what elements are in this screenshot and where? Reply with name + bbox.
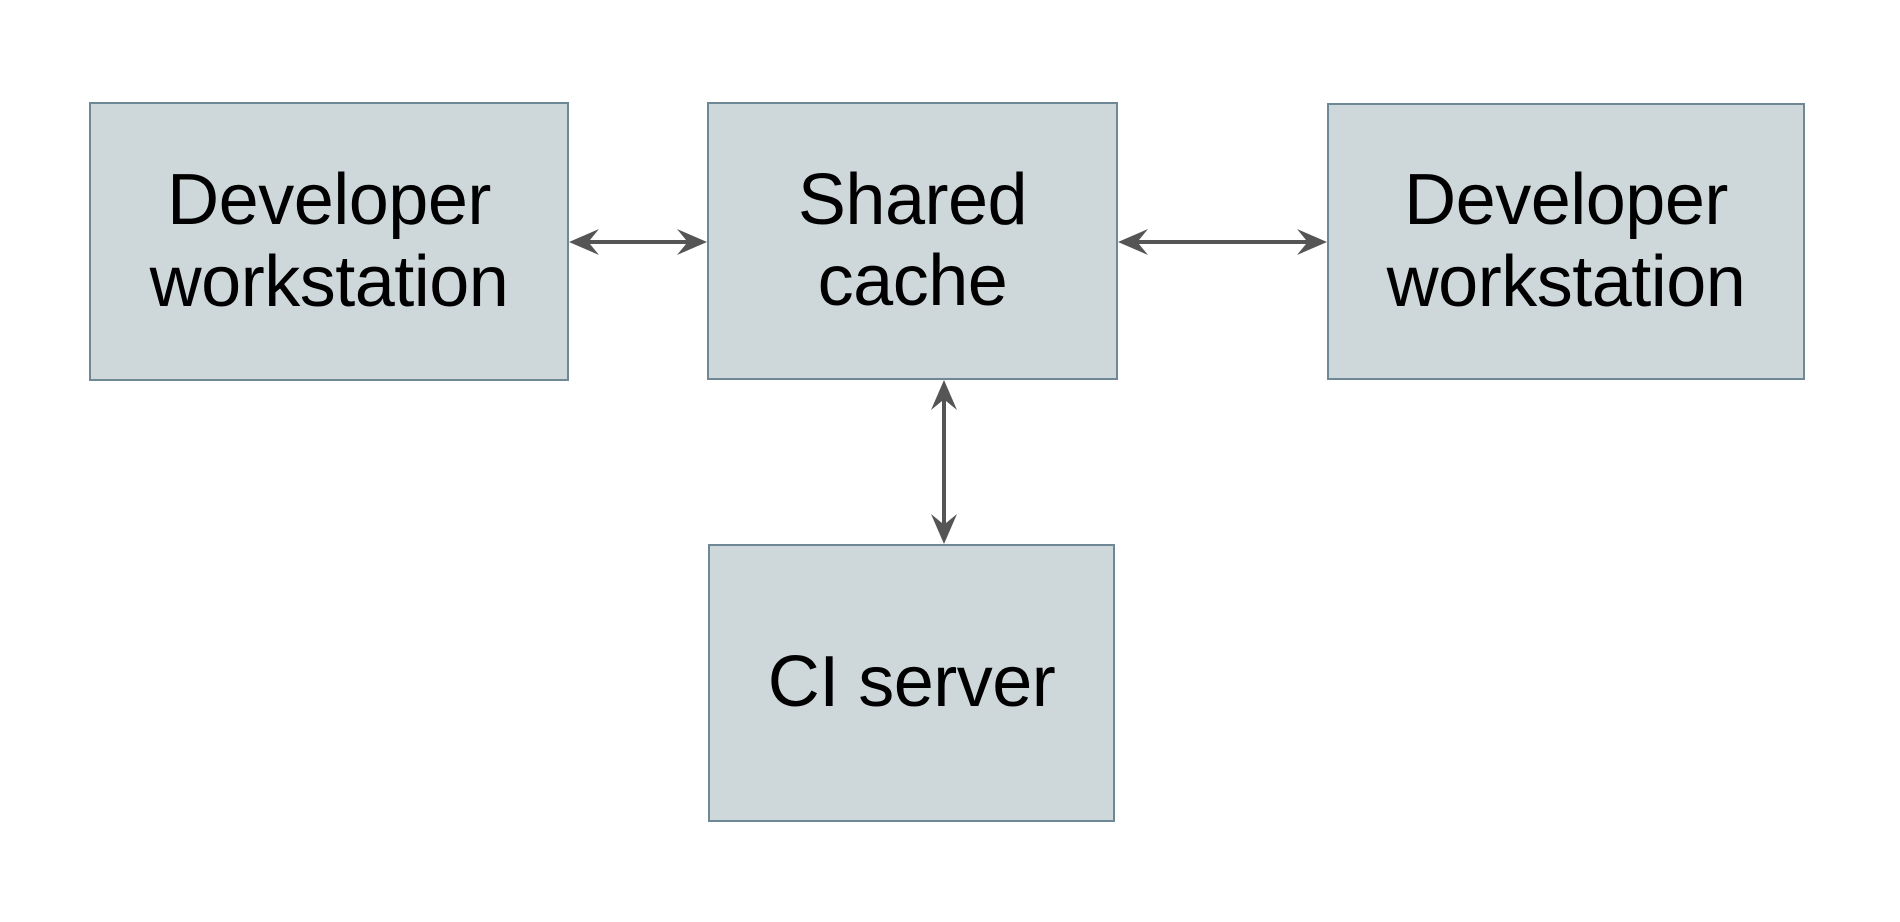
node-ci-server[interactable]: CI server — [708, 544, 1115, 822]
edge-shared-cache-to-ci-server — [929, 380, 959, 544]
node-label: Developer workstation — [149, 160, 509, 322]
node-label: Developer workstation — [1386, 160, 1746, 322]
node-shared-cache[interactable]: Shared cache — [707, 102, 1118, 380]
edge-shared-cache-to-developer-workstation-right — [1118, 227, 1327, 257]
node-label: Shared cache — [797, 159, 1028, 321]
node-label: CI server — [767, 642, 1056, 723]
node-developer-workstation-right[interactable]: Developer workstation — [1327, 103, 1805, 380]
node-developer-workstation-left[interactable]: Developer workstation — [89, 102, 569, 381]
edge-developer-workstation-left-to-shared-cache — [569, 227, 707, 257]
